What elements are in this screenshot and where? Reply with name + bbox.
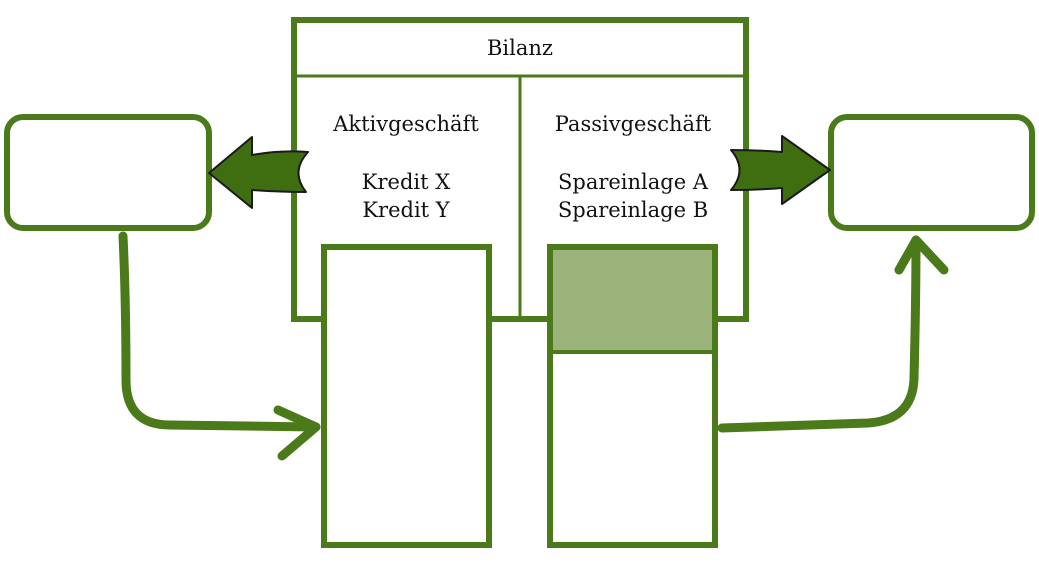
assets-heading: Aktivgeschäft bbox=[332, 112, 479, 136]
balance-title: Bilanz bbox=[487, 36, 553, 60]
right-side-box bbox=[828, 114, 1035, 231]
liability-item-2: Spareinlage B bbox=[558, 198, 708, 222]
liability-stack-highlight bbox=[553, 250, 712, 351]
asset-stack-box bbox=[321, 244, 492, 548]
liabilities-heading: Passivgeschäft bbox=[555, 112, 712, 136]
left-curved-arrow-icon bbox=[118, 231, 321, 461]
left-side-box bbox=[4, 114, 212, 231]
right-curved-arrow-icon bbox=[717, 235, 949, 433]
asset-item-1: Kredit X bbox=[362, 170, 450, 194]
asset-item-2: Kredit Y bbox=[362, 198, 450, 222]
liability-item-1: Spareinlage A bbox=[558, 170, 709, 194]
right-block-arrow-icon bbox=[730, 135, 831, 205]
left-block-arrow-icon bbox=[208, 136, 309, 209]
